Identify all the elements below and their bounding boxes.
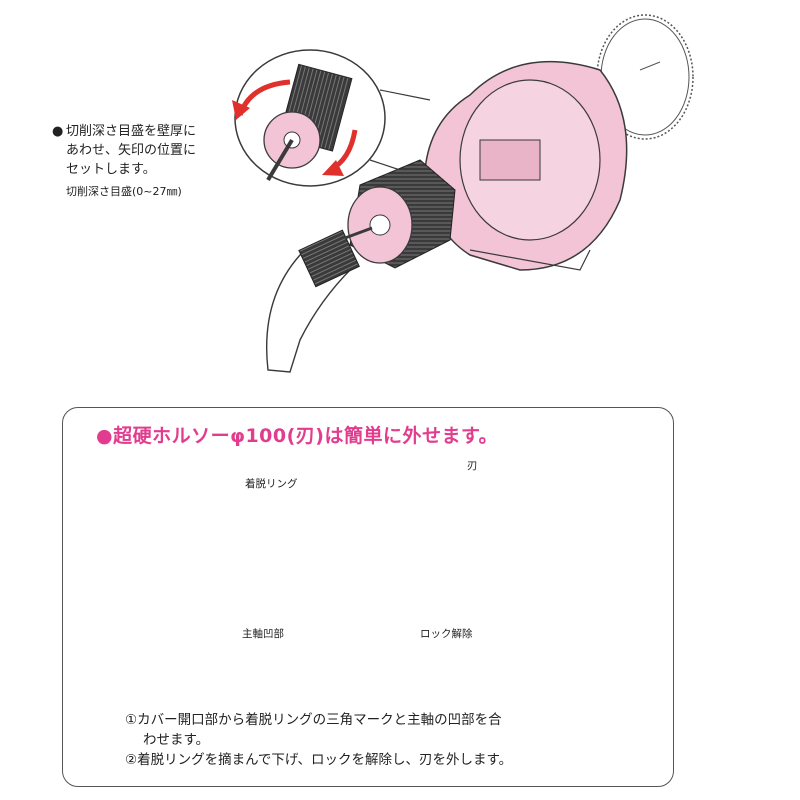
label-lock-release: ロック解除 (420, 628, 473, 640)
blade-removal-panel (62, 407, 674, 787)
depth-collar (347, 159, 456, 269)
instructions: ①カバー開口部から着脱リングの三角マークと主軸の凹部を合 わせます。 ②着脱リン… (125, 710, 665, 770)
drill (265, 226, 373, 373)
depth-instruction-line3: セットします。 (66, 162, 156, 177)
depth-instruction-line2: あわせ、矢印の位置に (66, 143, 197, 158)
label-spindle-recess: 主軸凹部 (242, 628, 284, 640)
label-ring: 着脱リング (245, 478, 298, 490)
step2: ②着脱リングを摘まんで下げ、ロックを解除し、刃を外します。 (125, 752, 513, 768)
rotate-arrow-icon (232, 79, 358, 176)
bullet: ● (52, 124, 64, 139)
depth-instruction-line1: 切削深さ目盛を壁厚に (66, 124, 197, 139)
label-blade: 刃 (467, 460, 478, 472)
depth-scale-label: 切削深さ目盛(0~27㎜) (66, 185, 182, 198)
step1-line2: わせます。 (143, 732, 210, 748)
top-illustration (232, 14, 694, 373)
dust-cover (424, 60, 628, 271)
depth-instruction: ● 切削深さ目盛を壁厚に あわせ、矢印の位置に セットします。 切削深さ目盛(0… (52, 122, 252, 201)
step1-line1: ①カバー開口部から着脱リングの三角マークと主軸の凹部を合 (125, 712, 502, 728)
panel-title: ●超硬ホルソーφ100(刃)は簡単に外せます。 (96, 425, 499, 447)
